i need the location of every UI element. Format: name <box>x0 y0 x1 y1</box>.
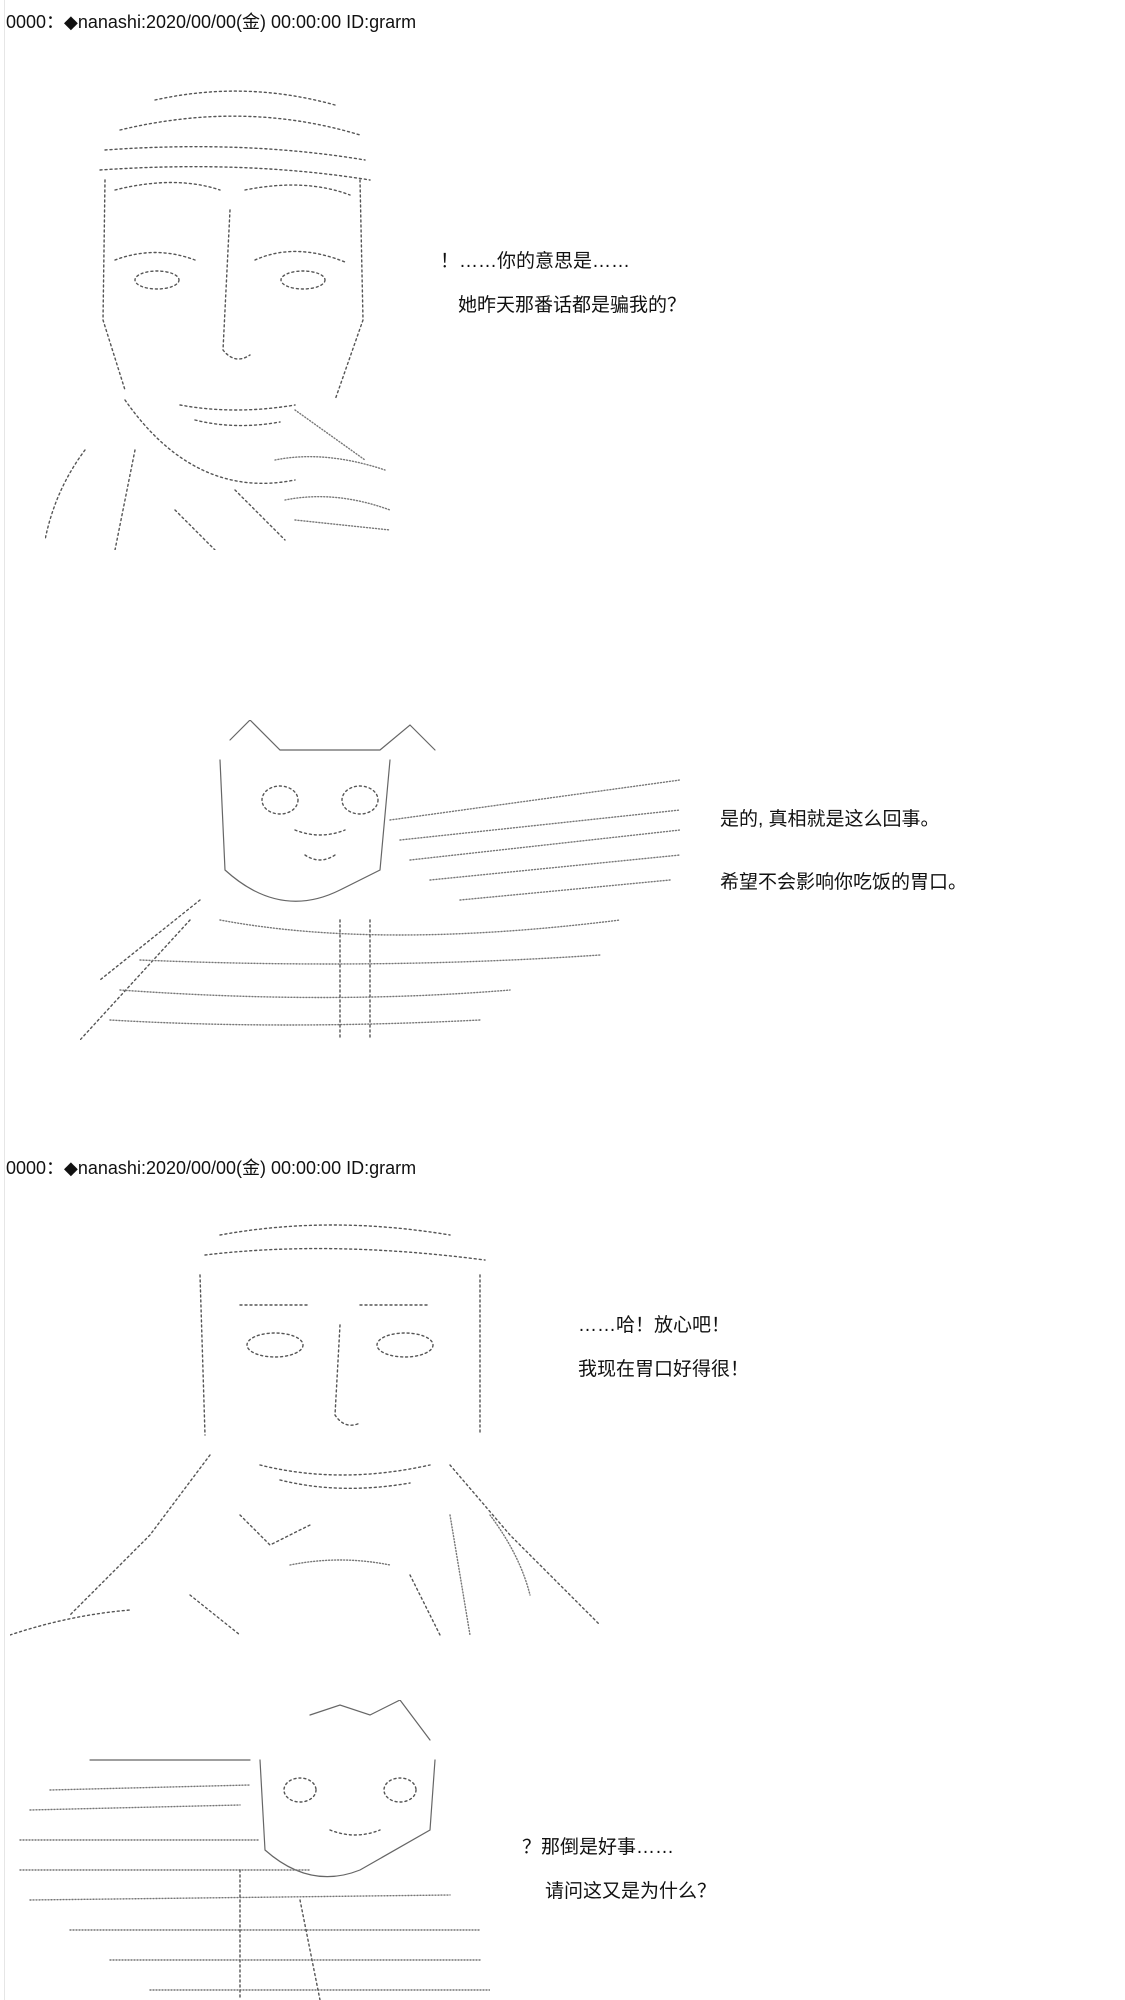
ascii-art-smiling-man <box>10 1215 630 1640</box>
ascii-art-man-face <box>45 70 395 550</box>
dialogue-line: ……哈！放心吧！ <box>578 1315 731 1336</box>
dialogue-line: 希望不会影响你吃饭的胃口。 <box>720 872 968 893</box>
post-header: 0000：◆nanashi:2020/00/00(金) 00:00:00 ID:… <box>6 12 417 32</box>
dialogue-line: 是的, 真相就是这么回事。 <box>720 809 940 830</box>
ascii-art-cat-character <box>10 1700 490 2000</box>
post-header: 0000：◆nanashi:2020/00/00(金) 00:00:00 ID:… <box>6 1158 417 1178</box>
dialogue-line: ！……你的意思是…… <box>440 251 631 272</box>
dialogue-line: 我现在胃口好得很！ <box>578 1359 750 1380</box>
dialogue-line: 她昨天那番话都是骗我的？ <box>458 295 687 316</box>
ascii-art-cat-character <box>80 720 680 1040</box>
dialogue-line: 请问这又是为什么？ <box>545 1881 717 1902</box>
dialogue-line: ？那倒是好事…… <box>522 1837 675 1858</box>
left-margin-line <box>4 0 5 2000</box>
